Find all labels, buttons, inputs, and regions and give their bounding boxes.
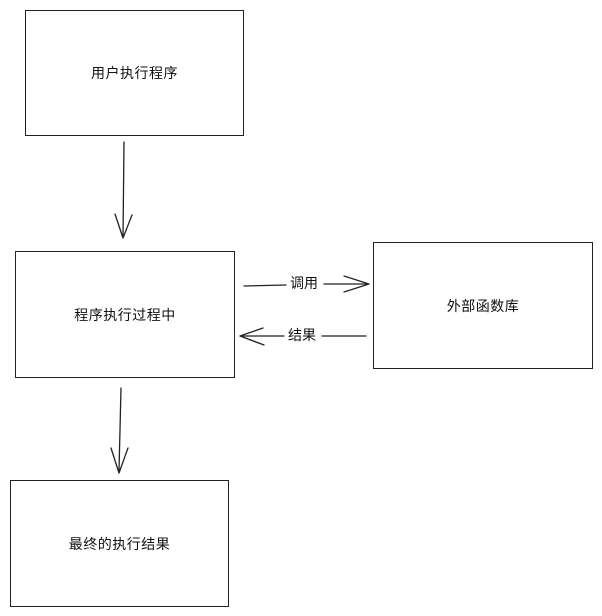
node-executing: 程序执行过程中	[15, 251, 235, 378]
edge-exec-to-final-line	[118, 387, 122, 472]
edge-exec-to-final	[110, 387, 129, 474]
node-executing-label: 程序执行过程中	[74, 307, 176, 324]
node-external-lib-label: 外部函数库	[446, 298, 520, 315]
edge-call-arrowhead	[343, 275, 370, 293]
edge-call-label: 调用	[288, 276, 320, 292]
edge-user-to-exec-line	[122, 141, 125, 238]
node-user-run-label: 用户执行程序	[91, 66, 178, 82]
edge-result-label: 结果	[286, 328, 318, 344]
edge-result-arrowhead	[239, 327, 265, 346]
edge-exec-to-final-arrowhead	[110, 447, 129, 474]
node-user-run: 用户执行程序	[25, 10, 244, 136]
edge-user-to-exec	[114, 141, 133, 239]
edge-call-line-left	[243, 284, 287, 287]
node-external-lib: 外部函数库	[373, 242, 593, 369]
node-final-result-label: 最终的执行结果	[68, 536, 171, 553]
node-final-result: 最终的执行结果	[10, 480, 229, 607]
edge-user-to-exec-arrowhead	[114, 213, 133, 239]
